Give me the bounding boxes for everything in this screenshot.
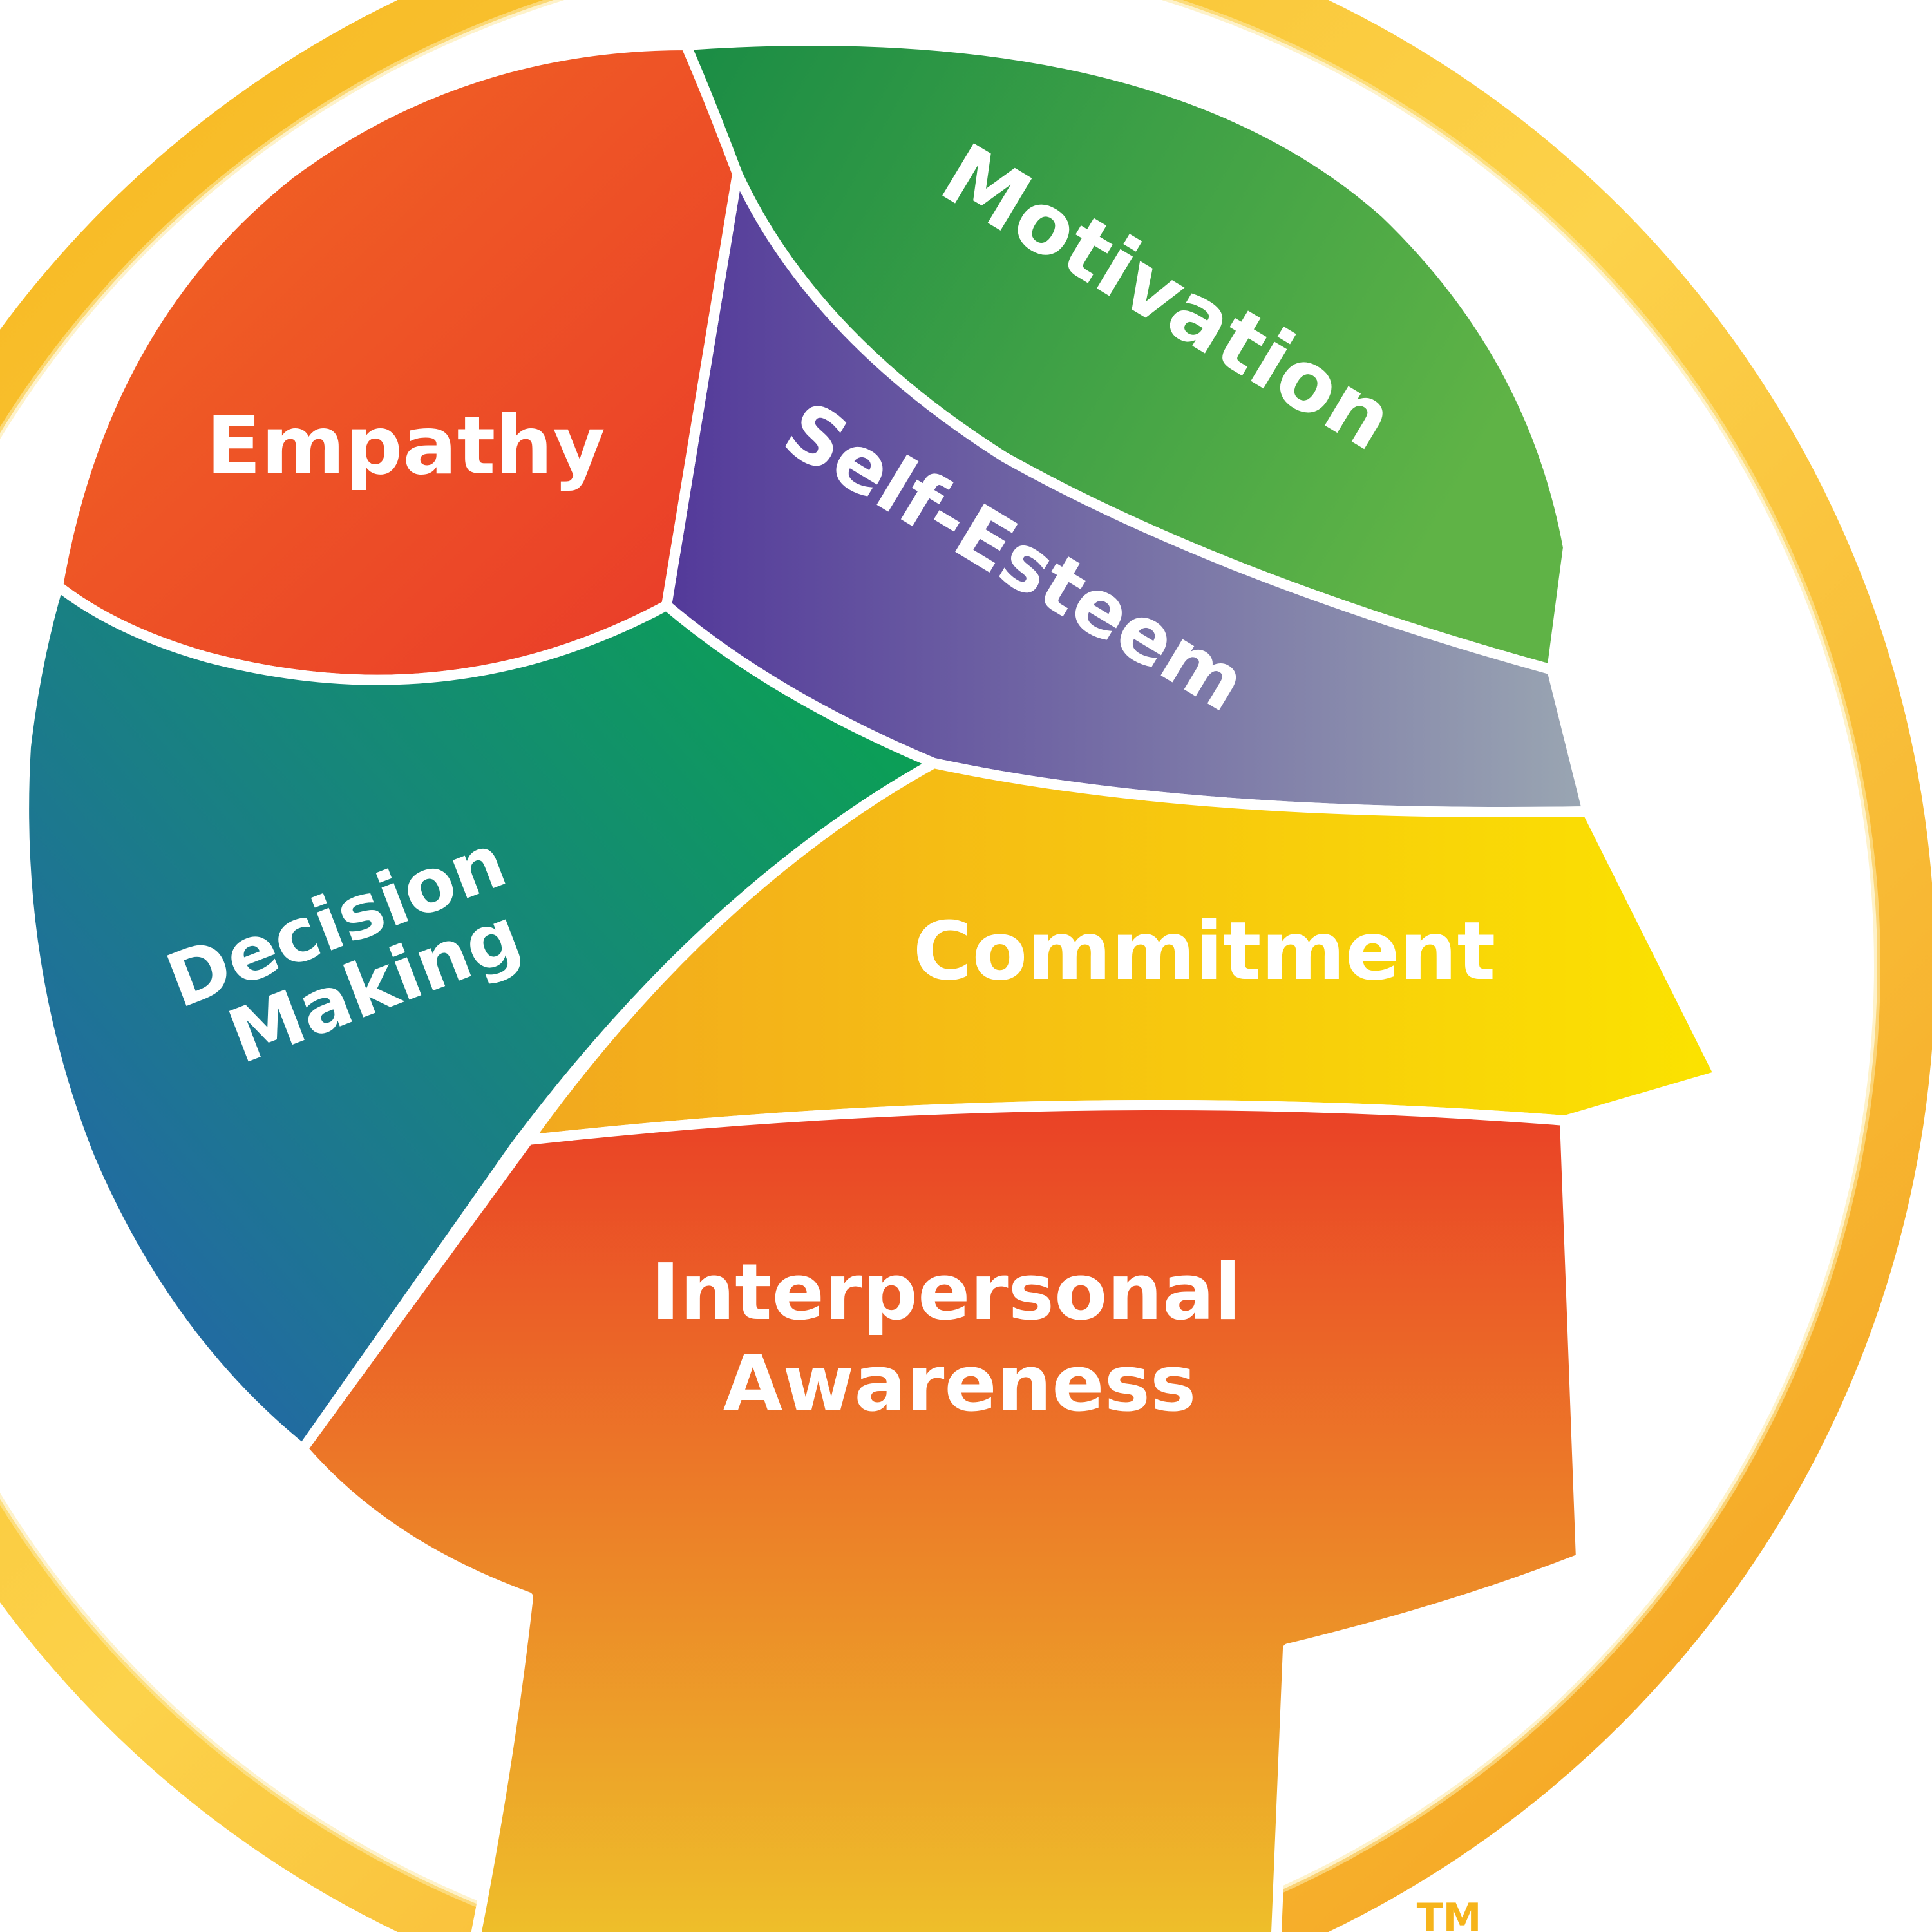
segment-interpersonal-awareness xyxy=(298,1100,1586,1932)
label-empathy-line: Empathy xyxy=(206,399,605,493)
label-interpersonal-awareness-line-2: Awareness xyxy=(723,1340,1197,1429)
trademark-mark: TM xyxy=(1417,1895,1482,1932)
label-commitment-line: Commitment xyxy=(913,905,1495,998)
label-empathy: Empathy xyxy=(206,399,605,493)
label-interpersonal-awareness: Interpersonal Awareness xyxy=(651,1248,1268,1429)
label-commitment: Commitment xyxy=(913,905,1495,998)
label-interpersonal-awareness-line-1: Interpersonal xyxy=(651,1248,1241,1338)
outer-ring-highlight xyxy=(0,0,1880,1932)
segment-empathy xyxy=(53,40,743,685)
